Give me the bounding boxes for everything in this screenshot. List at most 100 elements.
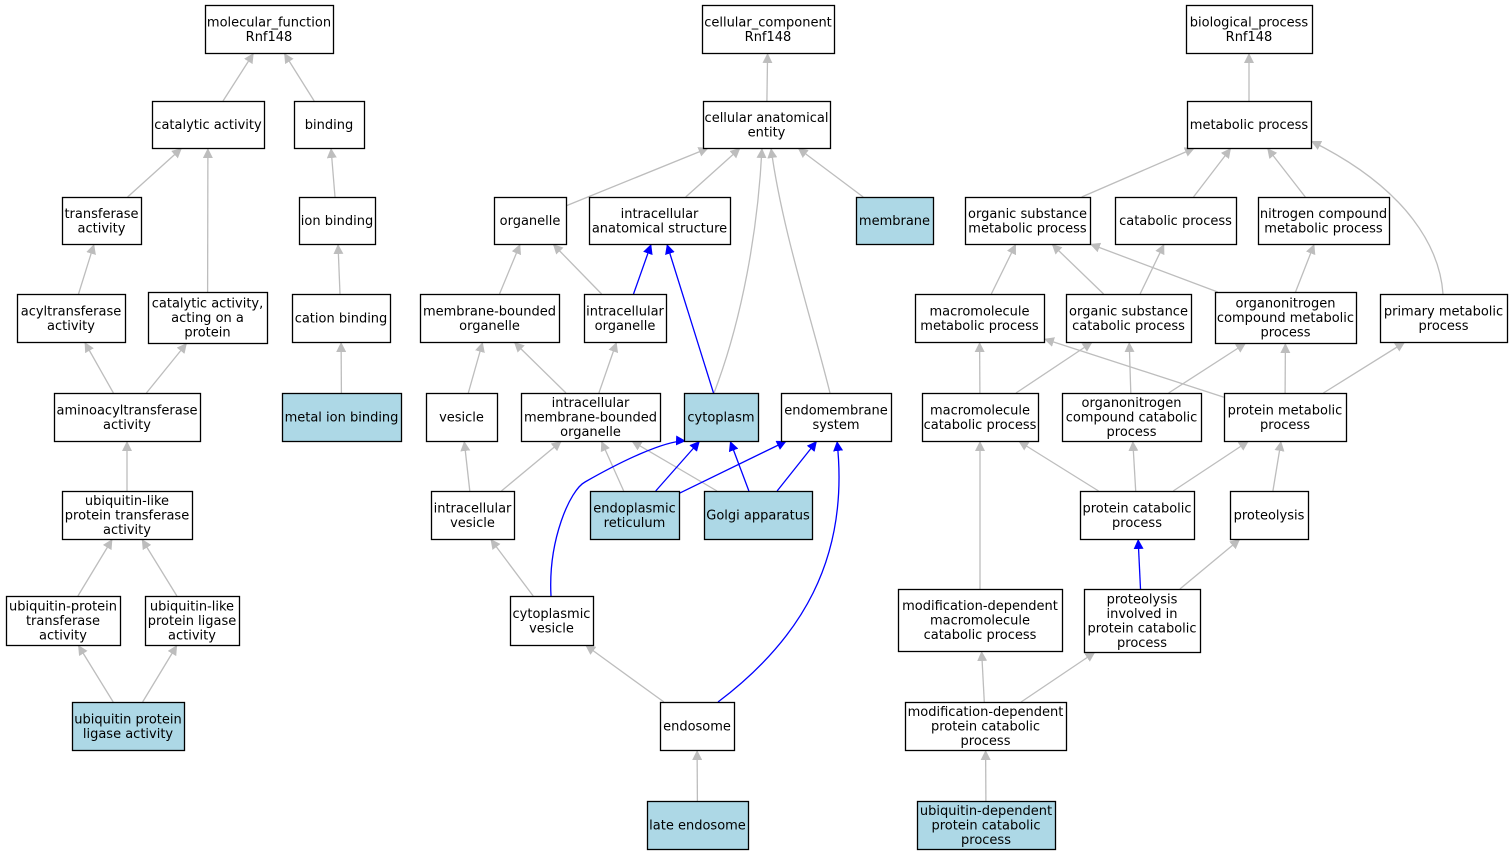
edge-io-to-ias (632, 243, 653, 295)
node-label-line: process (1112, 516, 1162, 531)
node-label-line: Rnf148 (745, 30, 792, 45)
node-label-line: biological_process (1190, 15, 1309, 30)
node-ion_binding[interactable]: ion binding (298, 196, 377, 246)
node-label-line: activity (78, 221, 126, 236)
node-box (5, 595, 122, 647)
node-box (1186, 100, 1313, 150)
node-label-line: protein transferase (65, 509, 189, 524)
edge-pcp-to-protmp (1172, 440, 1250, 492)
node-box (964, 196, 1092, 246)
node-box (916, 800, 1057, 851)
node-label-line: modification-dependent (908, 705, 1064, 720)
node-vesicle[interactable]: vesicle (425, 392, 499, 443)
node-late_endosome[interactable]: late endosome (646, 800, 750, 851)
node-proteolysis[interactable]: proteolysis (1229, 490, 1310, 541)
node-organelle[interactable]: organelle (493, 196, 568, 246)
node-label-line: ubiquitin-like (85, 494, 169, 509)
node-label-line: activity (103, 418, 151, 433)
node-box (702, 100, 832, 150)
node-label-line: activity (39, 629, 87, 644)
node-box (1229, 490, 1310, 541)
node-box (914, 293, 1046, 344)
node-box (1257, 196, 1391, 246)
node-box (1185, 4, 1314, 55)
edge-ocmp-to-osmp (1089, 242, 1218, 293)
edge-golgi-to-cytoplasm (728, 440, 750, 492)
node-label-line: intracellular (586, 304, 664, 319)
node-box (151, 100, 266, 150)
edge-pcp-to-mcp (1018, 440, 1099, 492)
node-label-line: protein catabolic (1087, 621, 1196, 636)
node-metabolic[interactable]: metabolic process (1186, 100, 1313, 150)
node-label-line: ubiquitin-protein (9, 600, 117, 615)
edge-mdpcp-to-mdmcp (977, 650, 988, 703)
node-label-line: process (961, 833, 1011, 848)
node-label-line: catalytic activity, (152, 297, 264, 312)
edge-cation_binding-to-ion_binding (333, 243, 344, 295)
node-box (897, 588, 1064, 653)
node-label-line: catabolic process (924, 418, 1037, 433)
edge-organelle-to-cae (565, 147, 709, 207)
node-cytoplasm[interactable]: cytoplasm (683, 392, 760, 443)
edge-occp-to-oscp (1124, 341, 1135, 394)
edge-iv-to-vesicle (460, 440, 471, 492)
node-label-line: aminoacyltransferase (57, 403, 198, 418)
node-box (1083, 588, 1202, 654)
node-label-line: catabolic process (1119, 214, 1232, 229)
node-box (144, 595, 241, 647)
node-mdmcp[interactable]: modification-dependentmacromoleculecatab… (897, 588, 1064, 653)
node-golgi[interactable]: Golgi apparatus (703, 490, 814, 541)
node-label-line: endoplasmic (593, 501, 675, 516)
edge-io-to-organelle (552, 243, 603, 295)
node-cat_act[interactable]: catalytic activity (151, 100, 266, 150)
node-catabolic[interactable]: catabolic process (1114, 196, 1238, 246)
node-label-line: catabolic process (924, 628, 1037, 643)
edge-er-to-imbo (600, 440, 625, 492)
node-membrane[interactable]: membrane (855, 196, 935, 246)
node-cation_binding[interactable]: cation binding (291, 293, 392, 344)
edge-pipcp-to-proteolysis (1179, 538, 1241, 590)
edge-aminoacyl-to-cat_act_protein (145, 342, 188, 394)
node-metal_ion[interactable]: metal ion binding (281, 392, 403, 443)
edge-mbo-to-organelle (498, 243, 521, 295)
node-binding[interactable]: binding (293, 100, 366, 150)
node-endosome[interactable]: endosome (659, 701, 736, 752)
node-label-line: organelle (595, 319, 656, 334)
edge-iv-to-imbo (500, 440, 563, 492)
edge-cv-to-cytoplasm (550, 435, 687, 597)
